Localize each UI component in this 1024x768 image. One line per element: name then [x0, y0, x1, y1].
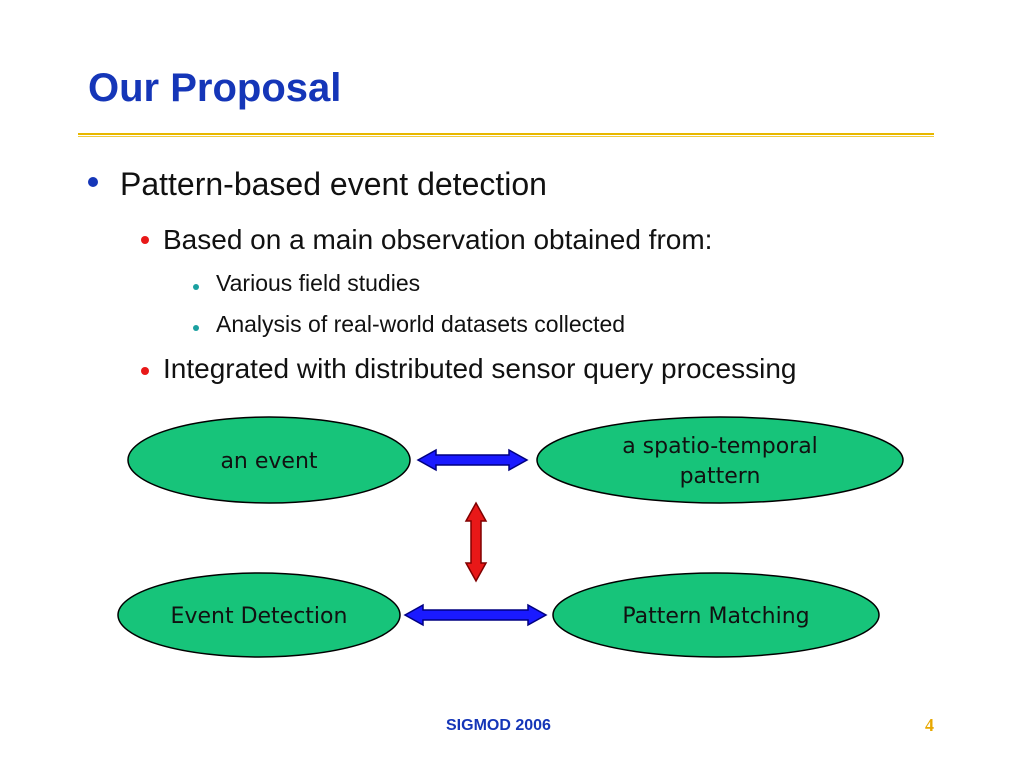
label-event-detection: Event Detection — [171, 604, 348, 629]
title-underline-main — [78, 133, 934, 135]
label-pattern-line1: a spatio-temporal — [622, 434, 818, 459]
page-number: 4 — [925, 715, 934, 735]
label-pattern-matching: Pattern Matching — [622, 604, 809, 629]
bullet-dot-level3-b — [193, 325, 199, 331]
footer-conference: SIGMOD 2006 — [446, 717, 551, 734]
ellipse-spatio-temporal-pattern — [536, 416, 904, 504]
bullet-level2-b: Integrated with distributed sensor query… — [163, 353, 797, 384]
ellipse-event-detection — [117, 572, 401, 658]
bullet-level3-b: Analysis of real-world datasets collecte… — [216, 311, 626, 337]
double-arrow-vertical — [464, 501, 488, 583]
ellipse-an-event — [127, 416, 411, 504]
bullet-level3-a: Various field studies — [216, 270, 421, 296]
slide-title: Our Proposal — [88, 66, 342, 110]
bullet-dot-level2-b — [141, 367, 149, 375]
ellipse-pattern-matching — [552, 572, 880, 658]
bullet-dot-level3-a — [193, 284, 199, 290]
bullet-level1: Pattern-based event detection — [120, 166, 547, 202]
label-an-event: an event — [220, 449, 317, 474]
double-arrow-bottom-horizontal — [403, 603, 548, 627]
bullet-level2-a: Based on a main observation obtained fro… — [163, 224, 713, 255]
label-pattern-line2: pattern — [680, 464, 761, 489]
double-arrow-top-horizontal — [416, 448, 529, 472]
title-underline-thin — [78, 136, 934, 137]
title-underline — [78, 133, 934, 138]
bullet-dot-level2-a — [141, 236, 149, 244]
bullet-dot-level1 — [88, 177, 98, 187]
